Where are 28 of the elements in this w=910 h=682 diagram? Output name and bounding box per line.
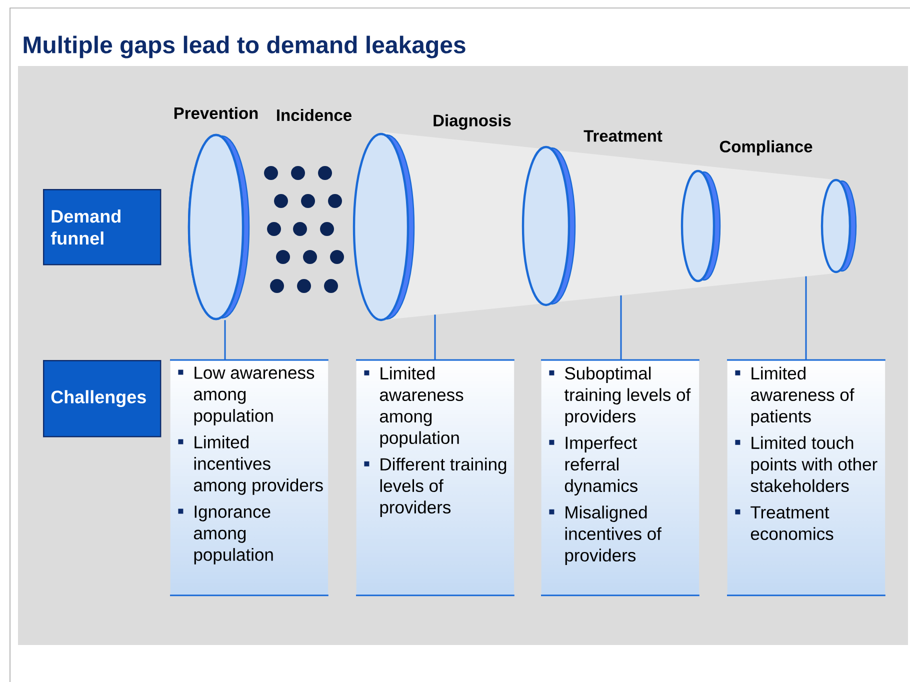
bullet-text: Limited incentives among providers xyxy=(194,436,323,495)
challenge-box xyxy=(541,359,700,596)
challenge-box xyxy=(727,359,886,596)
bullet-text: Suboptimal training levels of providers xyxy=(564,366,691,426)
bullet-text: Limited touch points with other stakeholders xyxy=(750,436,878,492)
bullet-text: Imperfect referral dynamics xyxy=(564,436,638,496)
bullet-text: Limited awareness of patients xyxy=(750,366,854,426)
stage-label: Prevention xyxy=(174,106,258,120)
stage-label: Treatment xyxy=(584,130,662,142)
stage-label: Incidence xyxy=(277,108,352,122)
bullet-text: Limited awareness among population xyxy=(380,366,464,448)
bullet-text: Different training levels of providers xyxy=(380,458,506,517)
leader-line xyxy=(620,295,622,360)
leader-line xyxy=(224,320,226,360)
label-box: Challenges xyxy=(43,360,162,438)
leader-line xyxy=(434,314,436,360)
disc xyxy=(188,134,250,320)
funnel-drawing xyxy=(352,132,857,322)
bullet-text: Ignorance among population xyxy=(194,506,273,564)
bullet-text: Misaligned incentives of providers xyxy=(565,506,662,565)
leader-line xyxy=(805,276,807,360)
challenge-box xyxy=(170,359,328,596)
label-box: Demand funnel xyxy=(43,189,162,266)
challenge-box xyxy=(356,359,514,596)
bullet-text: Low awareness among population xyxy=(194,366,314,426)
bullet-text: Treatment economics xyxy=(750,506,834,540)
stage-label: Compliance xyxy=(720,140,812,156)
title: Multiple gaps lead to demand leakages xyxy=(24,36,466,58)
